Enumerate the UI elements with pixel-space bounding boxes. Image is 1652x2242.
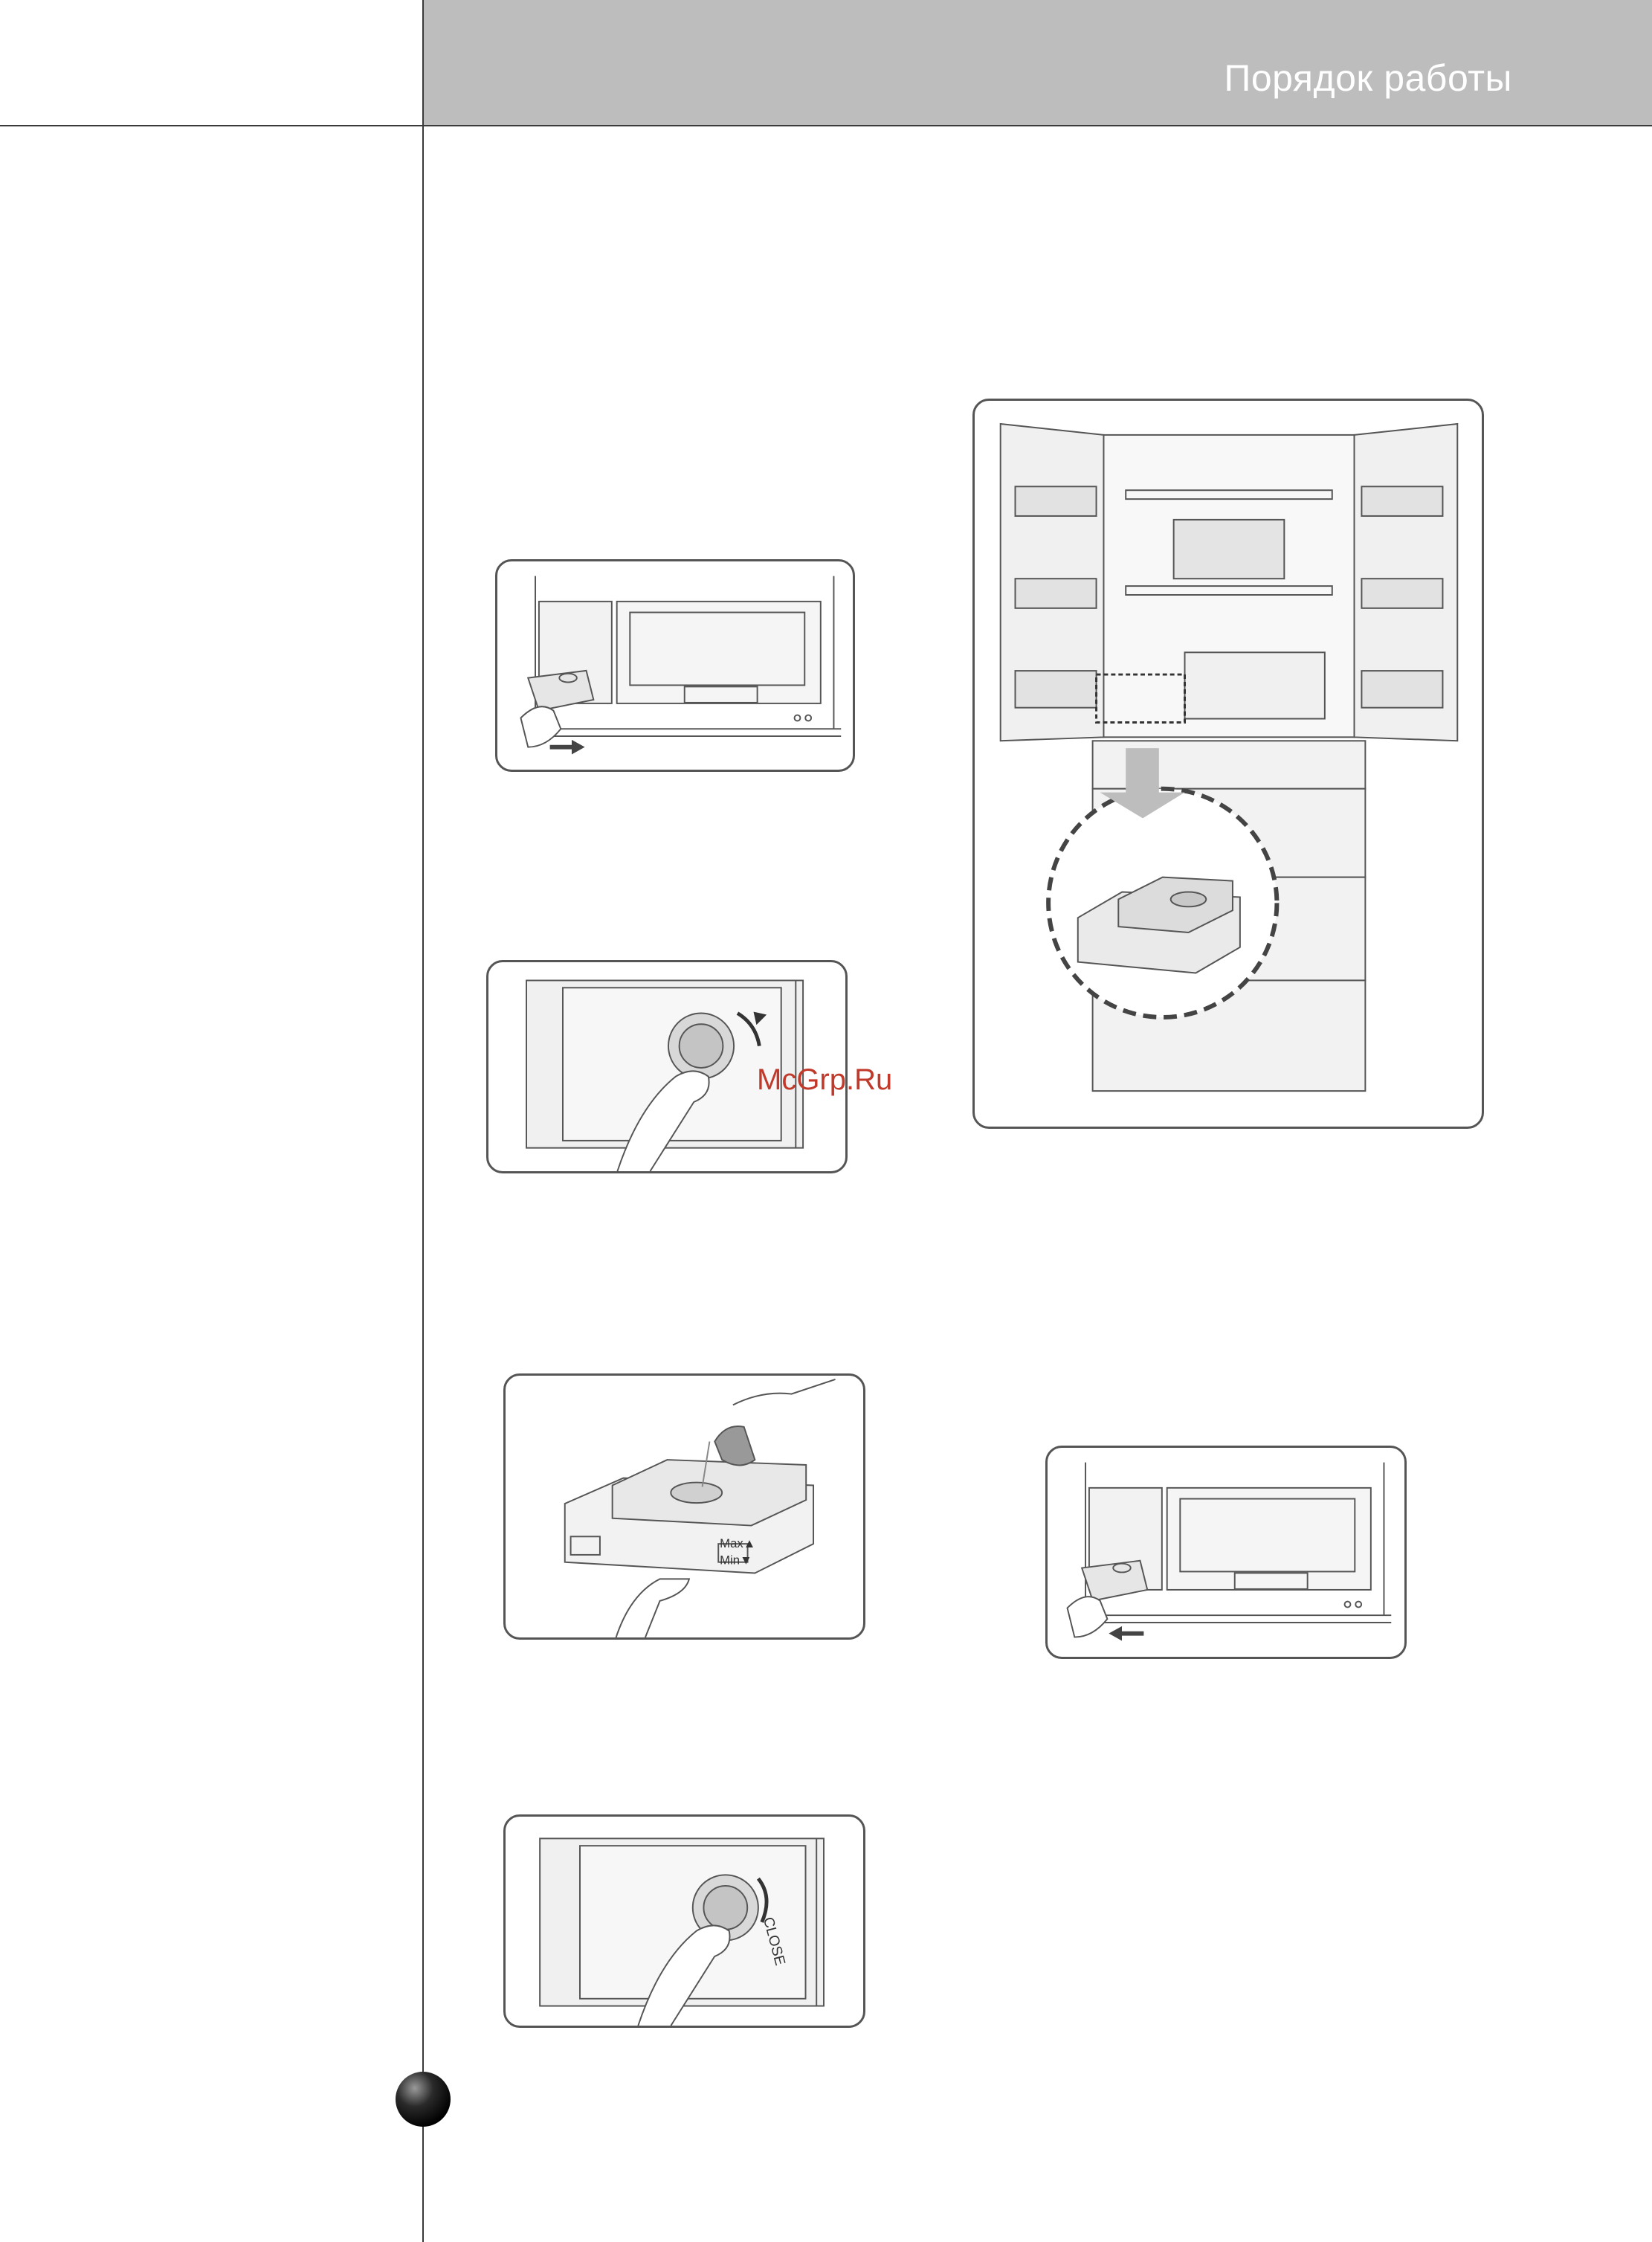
figure-close-cap: CLOSE [503, 1814, 865, 2028]
close-cap-illustration: CLOSE [506, 1817, 863, 2026]
fridge-overview-illustration [975, 401, 1482, 1127]
figure-remove-tank [495, 559, 855, 772]
header-divider [0, 125, 1652, 126]
header-bar: Порядок работы [424, 0, 1652, 125]
remove-tank-illustration [497, 561, 853, 770]
page-marker-dot [396, 2072, 451, 2127]
figure-fill-tank: Max▲ Min▼ [503, 1373, 865, 1640]
fill-tank-illustration: Max▲ Min▼ [506, 1376, 863, 1637]
insert-tank-illustration [1048, 1448, 1404, 1657]
margin-divider [422, 0, 424, 2242]
page-title: Порядок работы [1224, 57, 1512, 100]
figure-fridge-overview [972, 399, 1484, 1129]
figure-insert-tank [1045, 1446, 1407, 1659]
watermark: McGrp.Ru [757, 1063, 892, 1097]
min-label: Min▼ [720, 1553, 752, 1568]
max-label: Max▲ [720, 1536, 755, 1550]
